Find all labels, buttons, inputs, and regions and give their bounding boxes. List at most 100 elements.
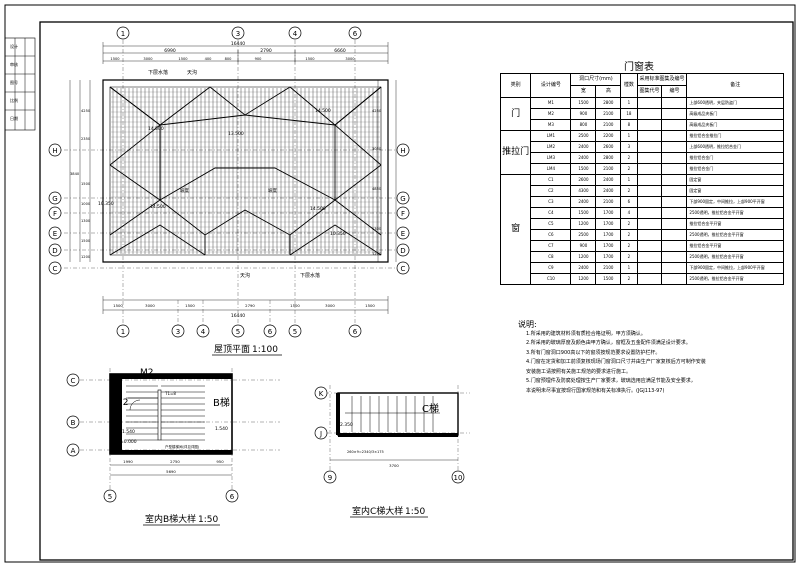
atlas-cell bbox=[636, 108, 663, 120]
atlas-no-cell bbox=[661, 240, 688, 252]
note-cell: 固定窗 bbox=[686, 185, 784, 197]
note-cell: 上部600透明，推拉铝合金门 bbox=[686, 141, 784, 153]
stair-c-step-note: 260×9=2340/3×175 bbox=[347, 450, 384, 454]
axis-label: E bbox=[401, 230, 405, 238]
atlas-no-cell bbox=[661, 130, 688, 142]
note-cell: 下部900固定，中间推拉，上部900平开窗 bbox=[686, 196, 784, 208]
count-cell: 2 bbox=[620, 218, 638, 230]
height-cell: 2100 bbox=[595, 196, 622, 208]
dim-text: 1500 bbox=[365, 303, 375, 308]
roof-outline bbox=[102, 79, 389, 263]
code-cell: LM3 bbox=[530, 152, 572, 164]
roof-bottom-dimensions bbox=[102, 296, 389, 314]
roof-plan-title: 屋顶平面 bbox=[214, 344, 250, 355]
stair-c-detail: C梯 2.350 260×9=2340/3×175 3700 K J 9 10 … bbox=[314, 385, 470, 518]
note-cell: 2500透明，推拉铝合金平开窗 bbox=[686, 251, 784, 263]
count-cell: 8 bbox=[620, 119, 638, 131]
roof-tile-hatch bbox=[111, 88, 380, 254]
atlas-cell bbox=[636, 229, 663, 241]
height-cell: 2100 bbox=[595, 108, 622, 120]
axis-label: F bbox=[53, 210, 57, 218]
note-item: 2.所采用的玻璃厚度及颜色由甲方确认，窗框及五金配件须满足设计要求。 bbox=[526, 340, 691, 346]
note-cell: 下部900固定，中间推拉，上部900平开窗 bbox=[686, 262, 784, 274]
code-cell: C4 bbox=[530, 207, 572, 219]
col-header: 备注 bbox=[686, 73, 784, 98]
roof-plan-scale: 1:100 bbox=[252, 345, 278, 355]
dim-text: 1500 bbox=[113, 303, 123, 308]
atlas-no-cell bbox=[661, 196, 688, 208]
height-cell: 2100 bbox=[595, 262, 622, 274]
dim-text: 900 bbox=[255, 57, 263, 61]
height-cell: 1700 bbox=[595, 218, 622, 230]
note-cell: 高级成品夹板门 bbox=[686, 119, 784, 131]
note-cell: 2500透明，推拉铝合金平开窗 bbox=[686, 229, 784, 241]
dim-top-detail: 1500 3000 1500 400 800 900 1500 3000 bbox=[110, 57, 355, 61]
code-cell: M2 bbox=[530, 108, 572, 120]
elevation-mark: 14.500 bbox=[148, 126, 164, 132]
count-cell: 2 bbox=[620, 185, 638, 197]
atlas-cell bbox=[636, 273, 663, 285]
col-header: 类别 bbox=[499, 73, 532, 98]
height-cell: 2800 bbox=[595, 97, 622, 109]
stair-b-note: 户型楼梯间(详见详图) bbox=[165, 444, 200, 449]
outer-frame bbox=[4, 4, 796, 563]
atlas-no-cell bbox=[661, 251, 688, 263]
axis-label: D bbox=[400, 247, 405, 255]
roof-left-dimensions bbox=[69, 80, 91, 262]
height-cell: 2400 bbox=[595, 185, 622, 197]
dim-text: 1500 bbox=[305, 57, 315, 61]
note-cell: 推拉铝合金推拉门 bbox=[686, 130, 784, 142]
count-cell: 4 bbox=[620, 207, 638, 219]
width-cell: 900 bbox=[570, 108, 597, 120]
sub-header: 宽 bbox=[570, 85, 597, 98]
dim-text: 1200 bbox=[372, 252, 382, 256]
design-notes: 说明: 1.所采用的建筑材料须有质检合格证明，甲方须确认。 2.所采用的玻璃厚度… bbox=[518, 320, 788, 396]
height-cell: 1500 bbox=[595, 273, 622, 285]
atlas-cell bbox=[636, 196, 663, 208]
axis-label: B bbox=[71, 419, 76, 427]
dim-top-part: 6660 bbox=[334, 48, 346, 54]
axis-label: H bbox=[52, 147, 57, 155]
dim-text: 3050 bbox=[372, 147, 382, 151]
stair-c-title: 室内C梯大样 bbox=[352, 505, 403, 517]
code-cell: C8 bbox=[530, 251, 572, 263]
atlas-no-cell bbox=[661, 108, 688, 120]
elevation-mark: 10.350 bbox=[98, 201, 114, 207]
atlas-cell bbox=[636, 240, 663, 252]
atlas-no-cell bbox=[661, 218, 688, 230]
sidebar-cell: 审核 bbox=[10, 61, 18, 67]
dim-text: 1500 bbox=[290, 303, 300, 308]
dim-top-part: 6990 bbox=[164, 48, 176, 54]
sidebar-cell: 日期 bbox=[10, 115, 18, 121]
elevation-mark: 10.350 bbox=[330, 231, 346, 237]
atlas-cell bbox=[636, 174, 663, 186]
roof-label-lower-drain: 下层水落 bbox=[148, 69, 168, 76]
stair-c-label: C梯 bbox=[422, 402, 439, 415]
col-header: 设计编号 bbox=[530, 73, 572, 98]
atlas-no-cell bbox=[661, 185, 688, 197]
axis-label: C bbox=[71, 377, 76, 385]
sub-header: 高 bbox=[595, 85, 622, 98]
atlas-no-cell bbox=[661, 152, 688, 164]
note-cell: 2500透明，推拉铝合金平开窗 bbox=[686, 207, 784, 219]
stair-b-scale: 1:50 bbox=[198, 515, 218, 525]
note-cell: 推拉铝合金平开窗 bbox=[686, 218, 784, 230]
category-cell: 推拉门 bbox=[499, 130, 532, 175]
axis-label: 5 bbox=[293, 328, 297, 336]
door-table-title: 门窗表 bbox=[624, 62, 654, 73]
inner-frame bbox=[39, 21, 794, 561]
atlas-no-cell bbox=[661, 207, 688, 219]
stair-b-label: B梯 bbox=[213, 396, 230, 409]
stair-b-step: T1=8 bbox=[164, 391, 176, 396]
category-cell: 门 bbox=[499, 97, 532, 131]
elevation-mark: 13.500 bbox=[228, 131, 244, 137]
atlas-cell bbox=[636, 152, 663, 164]
width-cell: 2500 bbox=[570, 130, 597, 142]
width-cell: 4300 bbox=[570, 185, 597, 197]
